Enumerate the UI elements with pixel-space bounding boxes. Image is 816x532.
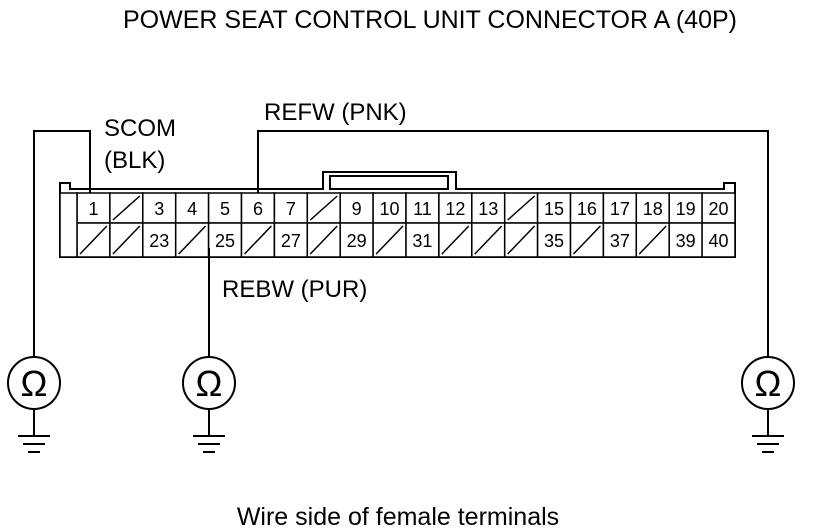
ohmmeter-middle: Ω — [182, 356, 236, 453]
terminal-cell — [602, 222, 638, 258]
ohm-icon: Ω — [21, 363, 48, 404]
terminal-number: 40 — [709, 231, 729, 251]
terminal-number: 35 — [544, 231, 564, 251]
connector-latch — [329, 175, 449, 190]
terminal-number: 23 — [149, 231, 169, 251]
unused-terminal-slash — [112, 195, 141, 221]
terminal-number: 6 — [253, 199, 263, 219]
wire-label-rebw: REBW (PUR) — [222, 276, 367, 303]
terminal-cell — [207, 222, 243, 258]
terminal-number: 7 — [286, 199, 296, 219]
ground-icon — [752, 435, 784, 453]
terminal-number: 12 — [445, 199, 465, 219]
terminal-number: 15 — [544, 199, 564, 219]
terminal-number: 17 — [610, 199, 630, 219]
terminal-number: 13 — [478, 199, 498, 219]
ohm-icon: Ω — [196, 363, 223, 404]
ohmmeter-right: Ω — [741, 356, 795, 453]
terminal-cell — [536, 192, 572, 224]
unused-terminal-slash — [178, 225, 207, 255]
terminal-number: 31 — [412, 231, 432, 251]
terminal-cell — [668, 222, 703, 258]
ohm-icon: Ω — [755, 363, 782, 404]
wire-scom — [33, 130, 91, 360]
diagram-caption: Wire side of female terminals — [237, 503, 559, 531]
wire-label-refw: REFW (PNK) — [264, 99, 407, 126]
terminal-cell — [339, 222, 374, 258]
terminal-cell — [668, 192, 703, 224]
terminal-cell — [405, 222, 440, 258]
ground-icon — [18, 435, 50, 453]
terminal-number: 1 — [88, 199, 98, 219]
unused-terminal-slash — [79, 225, 108, 255]
terminal-number: 27 — [281, 231, 301, 251]
terminal-cell — [438, 192, 473, 224]
test-wires — [33, 130, 769, 360]
unused-terminal-slash — [441, 225, 470, 255]
unused-terminal-slash — [375, 225, 404, 255]
connector-edge — [59, 192, 78, 258]
ground-icon — [193, 435, 225, 453]
unused-terminal-slash — [243, 225, 272, 255]
unused-terminal-slash — [474, 225, 503, 255]
ohmmeter-left: Ω — [7, 356, 61, 453]
terminal-cell — [372, 192, 407, 224]
terminal-number: 11 — [413, 199, 432, 219]
unused-terminal-slash — [309, 195, 338, 221]
terminal-number: 18 — [643, 199, 663, 219]
terminal-number: 10 — [380, 199, 400, 219]
unused-terminal-slash — [572, 225, 601, 255]
terminal-cell — [273, 192, 309, 224]
terminal-number: 25 — [215, 231, 235, 251]
diagram-title: POWER SEAT CONTROL UNIT CONNECTOR A (40P… — [123, 6, 737, 34]
unused-terminal-slash — [507, 225, 536, 255]
unused-terminal-slash — [638, 225, 667, 255]
terminal-number: 29 — [347, 231, 367, 251]
terminal-number: 39 — [676, 231, 696, 251]
terminal-number: 3 — [154, 199, 164, 219]
terminal-cell — [273, 222, 309, 258]
unused-terminal-slash — [112, 225, 141, 255]
terminal-number: 16 — [577, 199, 597, 219]
terminal-number: 4 — [187, 199, 197, 219]
terminal-cell — [569, 192, 605, 224]
terminal-number: 5 — [220, 199, 230, 219]
wire-label-scom-color: (BLK) — [104, 147, 165, 174]
unused-terminal-slash — [309, 225, 338, 255]
wire-label-scom-name: SCOM — [104, 115, 176, 142]
terminal-number: 20 — [709, 199, 729, 219]
terminal-number: 9 — [352, 199, 362, 219]
terminal-number: 37 — [610, 231, 630, 251]
unused-terminal-slash — [507, 195, 536, 221]
terminal-number: 19 — [676, 199, 696, 219]
terminal-cell — [701, 222, 736, 258]
wire-refw — [257, 130, 769, 360]
